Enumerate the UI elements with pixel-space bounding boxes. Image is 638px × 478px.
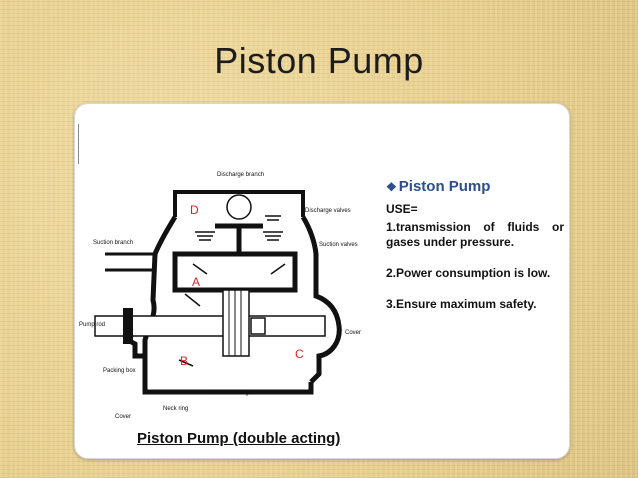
info-item: 1.transmission of fluids or gases under … bbox=[386, 220, 564, 249]
suction-pipe bbox=[105, 252, 153, 272]
label-discharge-branch: Discharge branch bbox=[217, 172, 264, 178]
pump-rod bbox=[94, 315, 326, 337]
label-cover-bottom: Cover bbox=[115, 414, 131, 420]
content-card: Discharge branch Discharge valves Suctio… bbox=[74, 103, 570, 459]
pump-body-bottom bbox=[142, 356, 314, 395]
label-cover-right: Cover bbox=[345, 330, 361, 336]
valve-discs bbox=[195, 215, 283, 241]
ring-lines bbox=[228, 290, 242, 356]
chamber-label-a: A bbox=[192, 275, 200, 289]
label-discharge-valves: Discharge valves bbox=[305, 208, 351, 214]
flow-arrows bbox=[178, 263, 286, 367]
rod-nut bbox=[250, 317, 266, 335]
card-rule bbox=[78, 124, 79, 164]
label-pump-rod: Pump rod bbox=[79, 322, 105, 328]
label-bucket-rings: Bucket and rings bbox=[207, 390, 252, 396]
slide-title: Piston Pump bbox=[214, 40, 424, 81]
pump-body-right bbox=[300, 215, 342, 384]
diagram-caption: Piston Pump (double acting) bbox=[137, 430, 341, 447]
diamond-bullet-icon: ❖ bbox=[386, 180, 397, 194]
info-use-label: USE= bbox=[386, 202, 418, 216]
label-neck-ring: Neck ring bbox=[163, 406, 188, 412]
discharge-chamber-wall bbox=[173, 190, 305, 217]
piston-pump-diagram: Discharge branch Discharge valves Suctio… bbox=[79, 172, 361, 420]
chamber-label-d: D bbox=[190, 203, 199, 217]
valve-support bbox=[215, 223, 263, 254]
label-suction-valves: Suction valves bbox=[319, 242, 358, 248]
packing-box bbox=[123, 308, 133, 344]
bucket-rings bbox=[222, 289, 250, 357]
chamber-label-b: B bbox=[180, 354, 188, 368]
info-panel: ❖Piston Pump USE= 1.transmission of flui… bbox=[386, 178, 564, 328]
label-suction-branch: Suction branch bbox=[93, 240, 133, 246]
info-title-text: Piston Pump bbox=[398, 178, 491, 195]
info-item: 2.Power consumption is low. bbox=[386, 266, 551, 280]
info-title: ❖Piston Pump bbox=[386, 178, 564, 195]
label-packing-box: Packing box bbox=[103, 368, 136, 374]
info-item: 3.Ensure maximum safety. bbox=[386, 297, 537, 311]
chamber-label-c: C bbox=[295, 347, 304, 361]
discharge-valve bbox=[226, 194, 252, 220]
